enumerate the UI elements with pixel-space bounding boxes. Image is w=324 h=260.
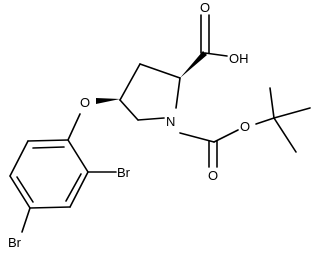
atom-label-ether-oxygen: O <box>80 95 90 110</box>
bond-ar-c1-c2 <box>67 139 89 173</box>
bond-n-boc-carbonyl <box>179 132 215 143</box>
bond-ar-c3-c4 <box>29 206 71 209</box>
bond-ar-inner-b <box>65 173 82 202</box>
bond-c4-c5 <box>119 99 139 121</box>
atom-label-bromine-ortho: Br <box>117 165 131 180</box>
atom-label-boc-ester-oxygen: O <box>240 119 250 134</box>
atom-label-boc-carbonyl-oxo: O <box>208 168 218 183</box>
bond-ar-inner-c <box>16 176 34 203</box>
bond-c2-c3 <box>139 63 181 79</box>
bond-ar-c6-c1 <box>27 139 69 142</box>
bond-tbu-methyl-down <box>273 117 297 153</box>
bond-ar-inner-a <box>32 146 65 149</box>
bond-ar-br-para <box>21 207 31 233</box>
bond-cooh-c-oh <box>204 52 228 57</box>
bond-c5-n <box>137 117 165 121</box>
bond-boc-c-o-ester <box>213 129 239 143</box>
atom-label-bromine-para: Br <box>8 235 22 250</box>
bond-o-aryl <box>67 113 81 141</box>
bond-ester-o-tbu <box>255 117 275 125</box>
atom-label-carboxyl-hydroxyl: OH <box>229 51 249 66</box>
bond-ar-c4-c5 <box>9 175 31 209</box>
bond-tbu-methyl-up <box>269 87 275 119</box>
bond-tbu-methyl-right <box>273 107 311 119</box>
bond-ar-c2-c3 <box>69 171 89 208</box>
wedge-bond-c2-cooh <box>180 51 207 78</box>
bond-n-c2 <box>175 77 181 109</box>
bond-ar-c5-c6 <box>9 140 29 177</box>
bond-c3-c4 <box>119 63 141 101</box>
wedge-bond-c4-o <box>96 98 120 104</box>
atom-label-ring-nitrogen: N <box>166 114 175 129</box>
atom-label-carboxyl-oxo: O <box>200 0 210 15</box>
